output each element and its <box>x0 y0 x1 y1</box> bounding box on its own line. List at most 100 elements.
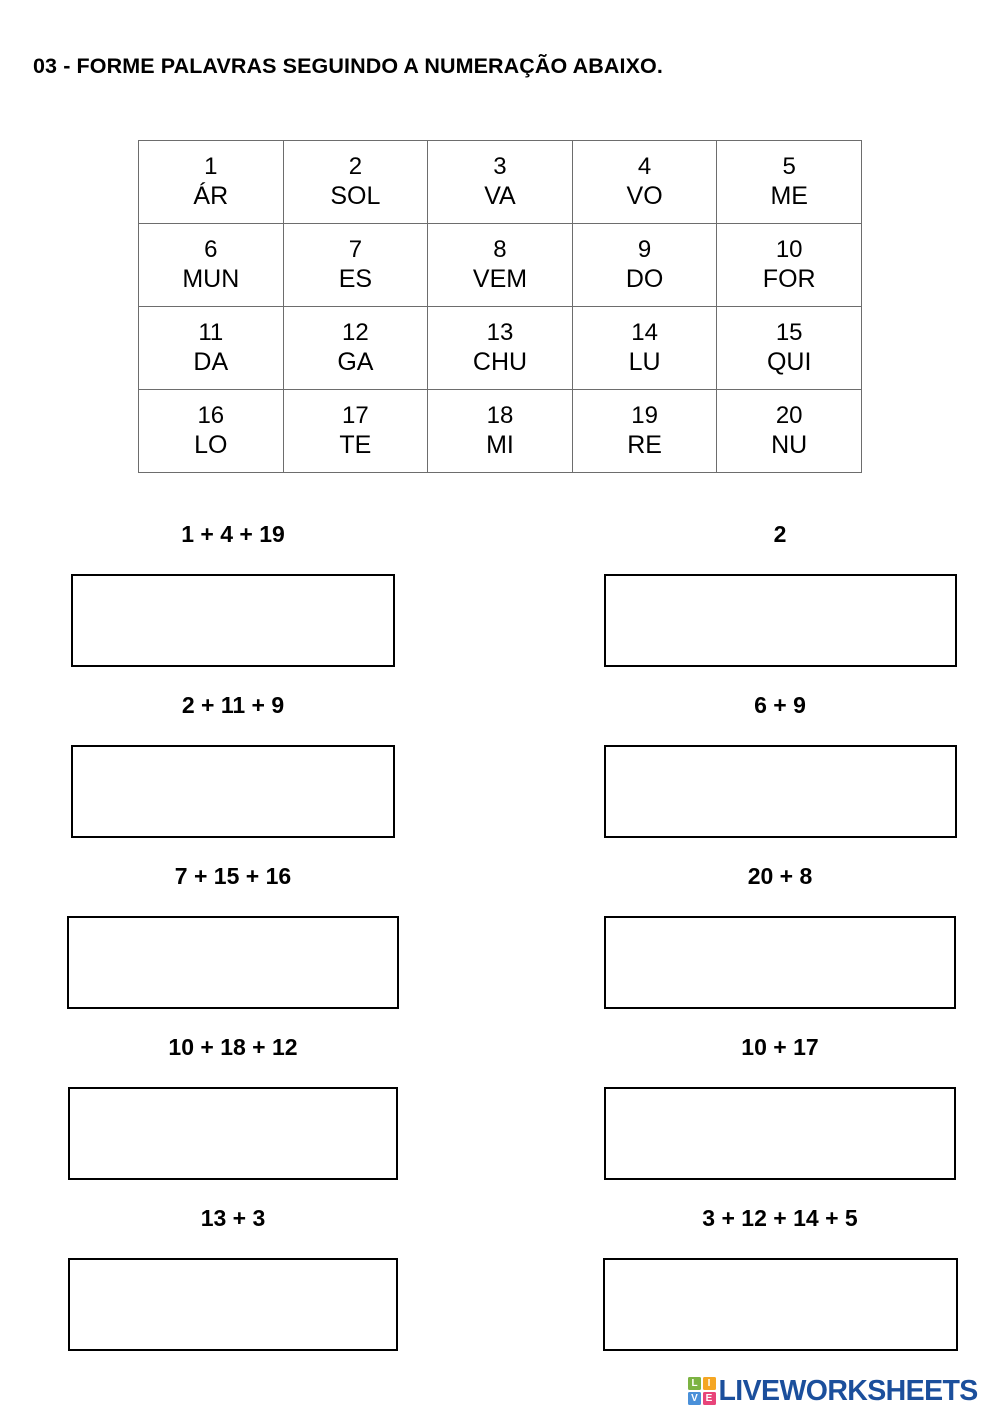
exercise-item-6: 20 + 8 <box>602 863 958 1009</box>
cell-syllable: TE <box>339 431 372 460</box>
exercise-item-10: 3 + 12 + 14 + 5 <box>602 1205 958 1351</box>
exercise-row-4: 10 + 18 + 12 10 + 17 <box>0 1034 1000 1205</box>
cell-syllable: QUI <box>766 348 812 377</box>
exercise-item-8: 10 + 17 <box>602 1034 958 1180</box>
cell-number: 2 <box>348 152 363 180</box>
cell-syllable: FOR <box>762 265 816 294</box>
syllable-cell-17: 17 TE <box>282 389 429 473</box>
table-row: 16 LO 17 TE 18 MI 19 RE 20 NU <box>138 389 862 473</box>
answer-box-1[interactable] <box>71 574 395 667</box>
cell-number: 12 <box>342 318 369 346</box>
exercise-label: 2 + 11 + 9 <box>181 692 285 718</box>
syllable-cell-2: 2 SOL <box>282 140 429 224</box>
cell-syllable: ÁR <box>193 182 229 211</box>
exercise-label: 13 + 3 <box>200 1205 266 1231</box>
syllable-cell-20: 20 NU <box>716 389 862 473</box>
cell-number: 5 <box>782 152 796 180</box>
answer-box-10[interactable] <box>602 1258 958 1351</box>
exercise-label: 10 + 18 + 12 <box>168 1034 298 1060</box>
cell-number: 14 <box>631 318 658 346</box>
exercise-label: 3 + 12 + 14 + 5 <box>702 1205 858 1231</box>
cell-syllable: DO <box>625 265 664 294</box>
syllable-cell-6: 6 MUN <box>138 223 284 307</box>
cell-number: 13 <box>486 318 514 346</box>
table-row: 6 MUN 7 ES 8 VEM 9 DO 10 FOR <box>138 223 862 307</box>
syllable-cell-7: 7 ES <box>282 223 429 307</box>
cell-syllable: LO <box>194 431 228 460</box>
page-title: 03 - FORME PALAVRAS SEGUINDO A NUMERAÇÃO… <box>33 54 663 78</box>
cell-number: 20 <box>775 401 803 429</box>
syllable-cell-1: 1 ÁR <box>138 140 284 224</box>
syllable-cell-4: 4 VO <box>571 140 718 224</box>
exercise-label: 7 + 15 + 16 <box>174 863 292 889</box>
exercise-label: 1 + 4 + 19 <box>181 521 285 547</box>
cell-number: 4 <box>637 152 652 180</box>
answer-box-3[interactable] <box>71 745 395 838</box>
logo-tile-v: V <box>688 1391 701 1405</box>
cell-number: 9 <box>637 235 652 263</box>
answer-box-5[interactable] <box>67 916 399 1009</box>
cell-number: 18 <box>486 401 514 429</box>
cell-syllable: MUN <box>182 265 240 294</box>
syllable-cell-5: 5 ME <box>716 140 862 224</box>
exercise-item-3: 2 + 11 + 9 <box>66 692 400 838</box>
cell-syllable: GA <box>337 348 374 377</box>
logo-tile-i: I <box>702 1377 716 1391</box>
exercise-row-5: 13 + 3 3 + 12 + 14 + 5 <box>0 1205 1000 1376</box>
table-row: 1 ÁR 2 SOL 3 VA 4 VO 5 ME <box>138 140 862 224</box>
cell-syllable: ME <box>770 182 808 211</box>
cell-syllable: RE <box>627 431 662 460</box>
exercise-item-5: 7 + 15 + 16 <box>66 863 400 1009</box>
syllable-cell-10: 10 FOR <box>716 223 862 307</box>
syllable-cell-8: 8 VEM <box>427 223 573 307</box>
answer-box-7[interactable] <box>68 1087 398 1180</box>
cell-syllable: VA <box>484 182 516 211</box>
cell-syllable: SOL <box>330 182 381 211</box>
cell-syllable: CHU <box>472 348 528 377</box>
cell-number: 15 <box>775 318 803 346</box>
liveworksheets-logo-icon: L I V E <box>688 1377 716 1405</box>
answer-box-4[interactable] <box>603 745 957 838</box>
liveworksheets-logo: L I V E LIVEWORKSHEETS <box>688 1374 978 1408</box>
exercise-label: 6 + 9 <box>754 692 806 718</box>
cell-syllable: MI <box>486 431 514 460</box>
exercise-grid: 1 + 4 + 19 2 2 + 11 + 9 6 + 9 7 + 15 + 1… <box>0 521 1000 1376</box>
liveworksheets-wordmark: LIVEWORKSHEETS <box>718 1374 979 1407</box>
answer-box-6[interactable] <box>604 916 956 1009</box>
exercise-row-2: 2 + 11 + 9 6 + 9 <box>0 692 1000 863</box>
syllable-cell-18: 18 MI <box>427 389 573 473</box>
cell-number: 8 <box>493 235 507 263</box>
syllable-cell-11: 11 DA <box>138 306 284 390</box>
syllable-cell-16: 16 LO <box>138 389 284 473</box>
cell-number: 6 <box>204 235 218 263</box>
cell-syllable: NU <box>771 431 808 460</box>
exercise-label: 2 <box>773 521 787 547</box>
syllable-cell-14: 14 LU <box>571 306 718 390</box>
table-row: 11 DA 12 GA 13 CHU 14 LU 15 QUI <box>138 306 862 390</box>
exercise-label: 10 + 17 <box>741 1034 819 1060</box>
answer-box-9[interactable] <box>68 1258 398 1351</box>
exercise-item-9: 13 + 3 <box>66 1205 400 1351</box>
cell-number: 19 <box>631 401 658 429</box>
answer-box-8[interactable] <box>604 1087 956 1180</box>
logo-tile-e: E <box>702 1391 716 1405</box>
cell-number: 16 <box>197 401 225 429</box>
cell-number: 17 <box>342 401 369 429</box>
exercise-item-7: 10 + 18 + 12 <box>66 1034 400 1180</box>
exercise-item-2: 2 <box>602 521 958 667</box>
cell-number: 7 <box>348 235 363 263</box>
exercise-label: 20 + 8 <box>747 863 813 889</box>
cell-number: 11 <box>198 318 224 346</box>
cell-number: 10 <box>775 235 803 263</box>
logo-tile-l: L <box>688 1377 701 1391</box>
answer-box-2[interactable] <box>603 574 957 667</box>
cell-number: 3 <box>493 152 507 180</box>
syllable-cell-13: 13 CHU <box>427 306 573 390</box>
syllable-cell-15: 15 QUI <box>716 306 862 390</box>
syllable-cell-3: 3 VA <box>427 140 573 224</box>
cell-syllable: LU <box>628 348 661 377</box>
exercise-row-1: 1 + 4 + 19 2 <box>0 521 1000 692</box>
cell-syllable: VEM <box>472 265 528 294</box>
syllable-reference-table: 1 ÁR 2 SOL 3 VA 4 VO 5 ME 6 MUN <box>138 140 862 473</box>
exercise-item-4: 6 + 9 <box>602 692 958 838</box>
